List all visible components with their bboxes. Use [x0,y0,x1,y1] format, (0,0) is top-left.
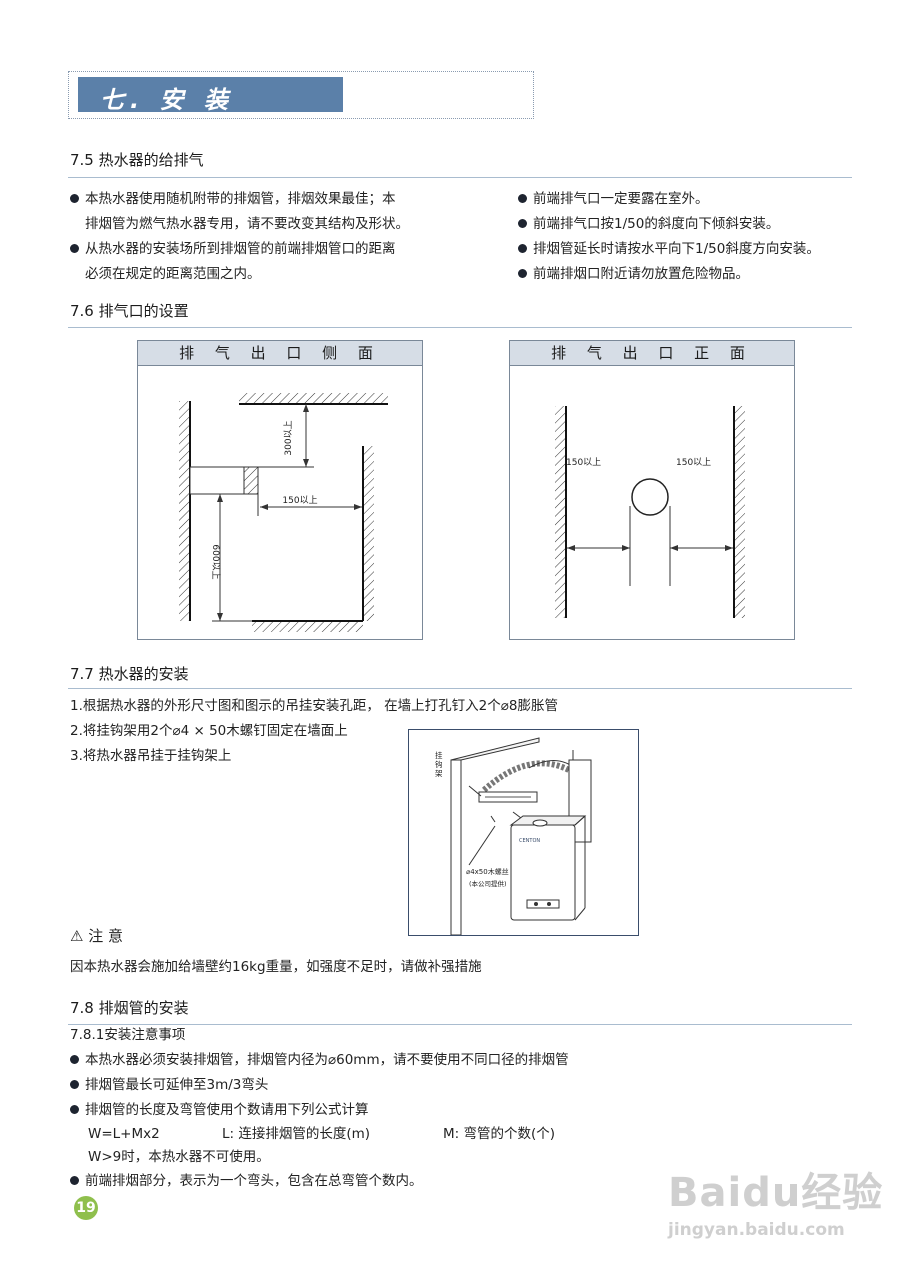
page-number: 19 [74,1196,98,1220]
section-7-5-title: 7.5 热水器的给排气 [70,151,204,169]
bullet-icon [70,1105,79,1114]
bullet-icon [518,269,527,278]
list-item: 前端排气口按1/50的斜度向下倾斜安装。 [518,214,779,234]
formula: W=L+Mx2 [88,1126,160,1142]
formula-limit: W>9时，本热水器不可使用。 [88,1149,270,1165]
bullet-icon [70,1176,79,1185]
list-item: 本热水器必须安装排烟管，排烟管内径为⌀60mm，请不要使用不同口径的排烟管 [70,1050,569,1070]
screw-note: (本公司提供) [469,879,507,888]
dim-label-300: 300以上 [283,420,294,455]
list-item: 本热水器使用随机附带的排烟管，排烟效果最佳；本 [70,189,396,209]
formula-M-definition: M: 弯管的个数(个) [443,1126,556,1142]
bullet-icon [518,194,527,203]
list-item: 排烟管延长时请按水平向下1/50斜度方向安装。 [518,239,820,259]
installation-figure: 挂钩架 ⌀4x50木螺丝 (本公司提供) CENTON [408,729,639,936]
section-divider [68,177,852,178]
section-divider [68,327,852,328]
dim-label-right: 150以上 [676,457,711,468]
header-bar [78,77,343,112]
bullet-icon [70,1080,79,1089]
section-divider [68,688,852,689]
list-item: 排烟管最长可延伸至3m/3弯头 [70,1075,268,1095]
front-view-diagram: 排 气 出 口 正 面 150以上 150以上 [509,340,795,640]
bullet-icon [518,244,527,253]
watermark-brand: Baidu经验 [668,1170,884,1216]
list-item: 从热水器的安装场所到排烟管的前端排烟管口的距离 [70,239,396,259]
list-item-continuation: 必须在规定的距离范围之内。 [85,266,261,282]
list-item: 前端排烟部分，表示为一个弯头，包含在总弯管个数内。 [70,1171,423,1191]
list-item: 前端排烟口附近请勿放置危险物品。 [518,264,749,284]
list-item: 排烟管的长度及弯管使用个数请用下列公式计算 [70,1100,369,1120]
caution-heading: ⚠ 注 意 [70,927,124,945]
warning-icon: ⚠ [70,927,84,945]
dim-label-150: 150以上 [282,495,317,506]
caution-text: 因本热水器会施加给墙壁约16kg重量，如强度不足时，请做补强措施 [70,959,482,975]
watermark: Baidu经验 jingyan.baidu.com [668,1160,883,1240]
dim-label-600: 600以上 [210,544,221,579]
side-view-title: 排 气 出 口 侧 面 [138,341,422,366]
install-step: 3.将热水器吊挂于挂钩架上 [70,748,232,764]
list-item-continuation: 排烟管为燃气热水器专用，请不要改变其结构及形状。 [85,216,409,232]
install-step: 1.根据热水器的外形尺寸图和图示的吊挂安装孔距， 在墙上打孔钉入2个⌀8膨胀管 [70,698,558,714]
section-7-6-title: 7.6 排气口的设置 [70,302,189,320]
formula-L-definition: L: 连接排烟管的长度(m) [222,1126,371,1142]
front-view-drawing: 150以上 150以上 [555,406,745,618]
section-divider [68,1024,852,1025]
screw-label: ⌀4x50木螺丝 [466,867,509,876]
section-7-7-title: 7.7 热水器的安装 [70,665,189,683]
front-view-title: 排 气 出 口 正 面 [510,341,794,366]
side-view-diagram: 排 气 出 口 侧 面 [137,340,423,640]
heater-brand: CENTON [519,838,540,844]
list-item: 前端排气口一定要露在室外。 [518,189,709,209]
dim-label-left: 150以上 [566,457,601,468]
bullet-icon [70,244,79,253]
watermark-url: jingyan.baidu.com [668,1220,845,1240]
header-frame [68,71,534,119]
section-7-8-title: 7.8 排烟管的安装 [70,999,189,1017]
subsection-title: 7.8.1安装注意事项 [70,1027,186,1043]
bullet-icon [70,1055,79,1064]
bullet-icon [70,194,79,203]
install-step: 2.将挂钩架用2个⌀4 × 50木螺钉固定在墙面上 [70,723,348,739]
chapter-title: 七. 安 装 [100,86,234,114]
bullet-icon [518,219,527,228]
side-view-drawing: 300以上 150以上 600以上 [179,393,388,632]
hook-label: 挂钩架 [435,750,443,778]
installation-drawing: 挂钩架 ⌀4x50木螺丝 (本公司提供) CENTON [435,737,592,936]
